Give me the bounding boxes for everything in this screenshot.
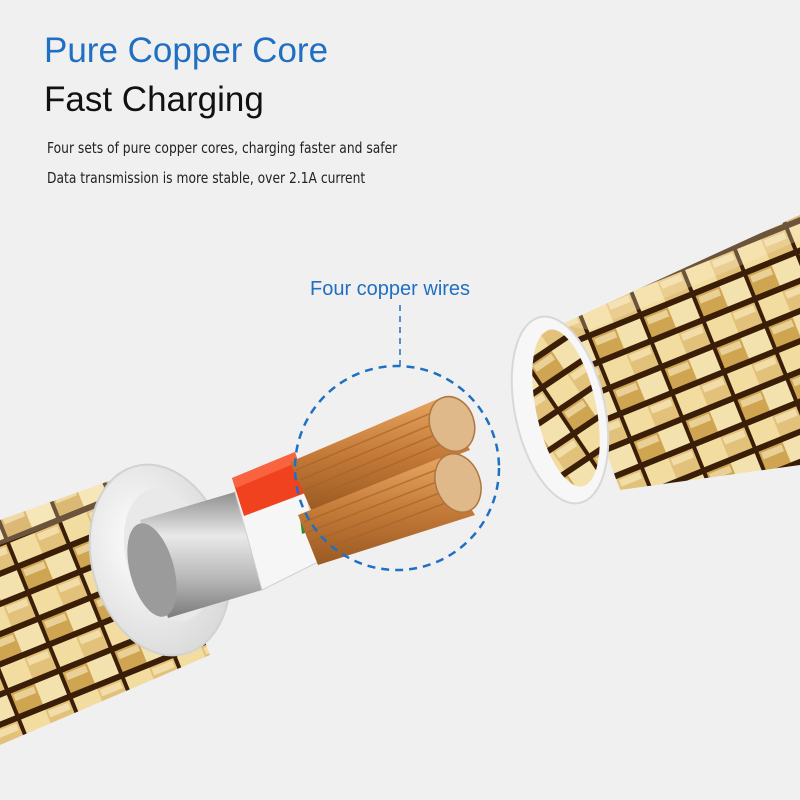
- description-line-2: Data transmission is more stable, over 2…: [47, 169, 366, 187]
- description-line-1: Four sets of pure copper cores, charging…: [47, 139, 398, 157]
- page-subtitle: Fast Charging: [44, 80, 264, 119]
- braided-cable-right: [510, 215, 800, 505]
- copper-wire-upper: [290, 395, 476, 512]
- copper-wire-lower: [298, 453, 482, 565]
- callout-marker: [293, 305, 501, 572]
- callout-label: Four copper wires: [310, 278, 471, 300]
- page-title: Pure Copper Core: [44, 31, 329, 70]
- metal-shield-sleeve: [127, 492, 262, 618]
